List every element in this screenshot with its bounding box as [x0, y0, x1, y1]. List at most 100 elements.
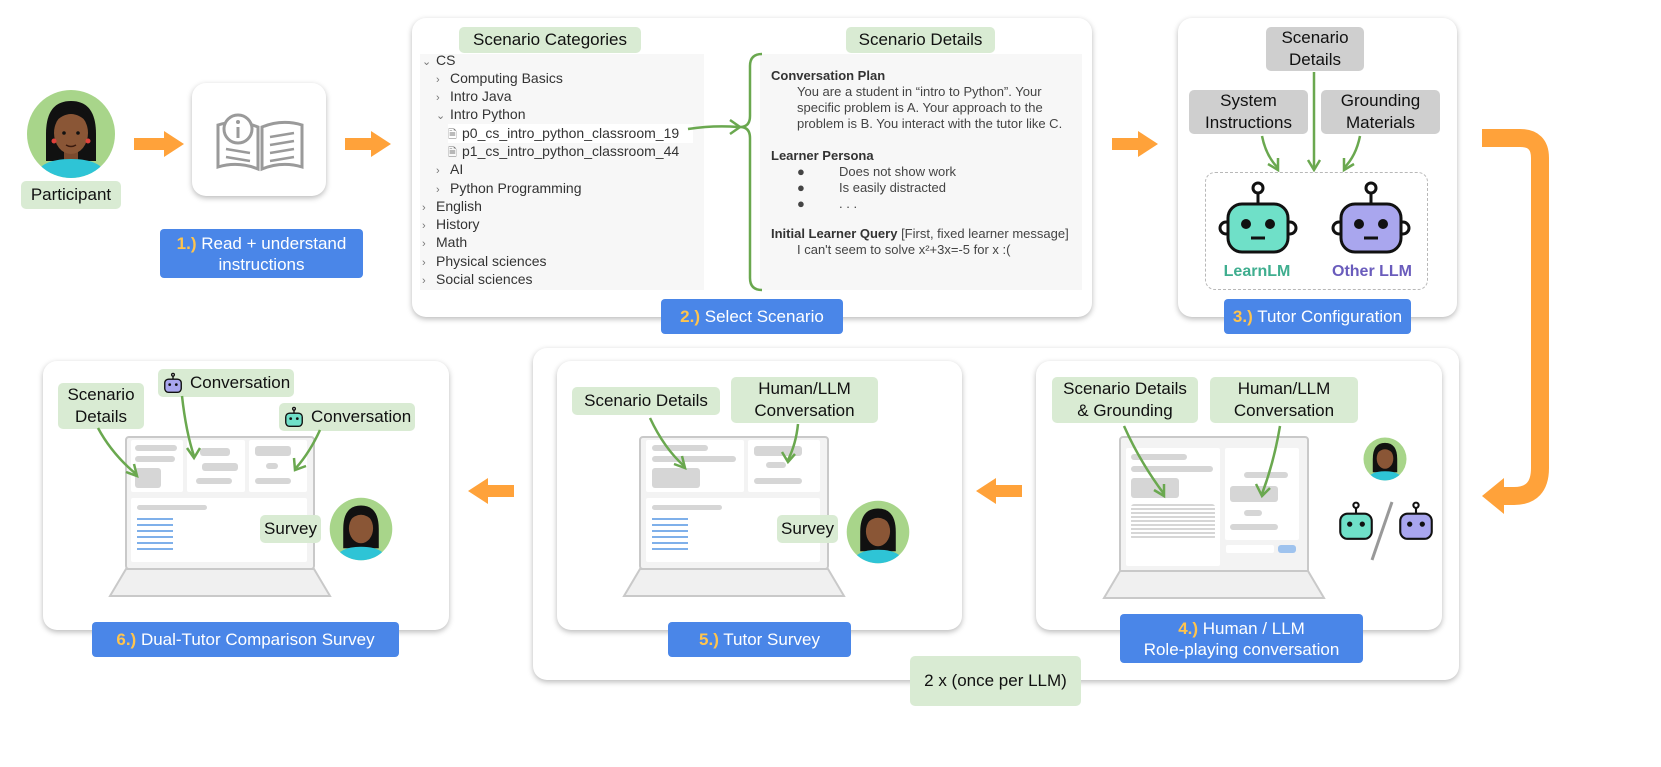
persona-list: ●Does not show work ●Is easily distracte… — [771, 164, 1076, 212]
conversation-b-label: Conversation — [279, 403, 415, 431]
tree-item-ai[interactable]: ›AI — [436, 160, 463, 179]
robot-teal-icon — [1339, 501, 1373, 540]
chevron-right-icon: › — [422, 238, 426, 250]
chat-bubble — [1230, 524, 1278, 530]
tree-item-label: Python Programming — [450, 180, 582, 196]
tree-item-label: CS — [436, 52, 456, 68]
chat-bubble — [754, 478, 802, 484]
robot-teal-icon — [285, 406, 303, 428]
step-text-line2: Role-playing conversation — [1143, 639, 1340, 659]
chevron-right-icon: › — [422, 220, 426, 232]
screen-placeholder — [135, 468, 161, 488]
chevron-right-icon: › — [422, 202, 426, 214]
step-3-label: 3.) Tutor Configuration — [1224, 299, 1411, 334]
chat-bubble — [202, 463, 238, 471]
scenario-details-header: Scenario Details — [846, 27, 995, 53]
file-icon: 🗎 — [448, 129, 457, 141]
tree-item-cs[interactable]: ⌄ CS — [422, 51, 455, 70]
tree-item-scenario-file[interactable]: 🗎p0_cs_intro_python_classroom_19 — [448, 124, 694, 143]
step-text: Read + understand — [201, 233, 347, 253]
flow-arrow — [134, 131, 184, 157]
laptop-base — [1102, 570, 1326, 599]
step-2-label: 2.) Select Scenario — [661, 299, 843, 334]
survey-label: Survey — [260, 515, 321, 543]
tree-item-math[interactable]: › Math — [422, 233, 467, 252]
tree-item-history[interactable]: ›History — [422, 215, 480, 234]
other-llm-label: Other LLM — [1332, 263, 1412, 280]
screen-placeholder — [652, 468, 700, 488]
tree-item-intro-python[interactable]: ⌄Intro Python — [436, 105, 526, 124]
tree-item-english[interactable]: › English — [422, 197, 482, 216]
tree-item-intro-java[interactable]: › Intro Java — [436, 87, 511, 106]
robot-purple-icon — [1399, 501, 1433, 540]
step-number: 2.) — [680, 307, 701, 326]
participant-avatar — [27, 90, 115, 178]
category-tree-bg — [420, 54, 704, 290]
chevron-down-icon: ⌄ — [422, 56, 432, 68]
persona-item: ●. . . — [797, 196, 858, 211]
conversation-a-label: Conversation — [158, 369, 294, 397]
laptop-base — [622, 568, 846, 597]
chat-bubble — [266, 463, 278, 469]
conversation-plan-title: Conversation Plan — [771, 68, 886, 83]
details-bg — [760, 54, 1082, 290]
chevron-right-icon: › — [436, 165, 440, 177]
tree-item-label: Intro Java — [450, 88, 512, 104]
participant-label: Participant — [21, 181, 121, 209]
survey-lines — [652, 518, 688, 552]
initial-query-text: I can't seem to solve x²+3x=-5 for x :( — [797, 242, 1011, 257]
selection-connector — [687, 52, 763, 292]
file-icon: 🗎 — [448, 147, 457, 159]
tree-item-label: English — [436, 198, 482, 214]
learnlm-label: LearnLM — [1223, 263, 1291, 280]
flow-arrow — [468, 478, 514, 504]
screen-placeholder — [1131, 504, 1215, 540]
chevron-right-icon: › — [422, 257, 426, 269]
survey-lines — [137, 518, 173, 552]
tree-item-social-sciences[interactable]: ›Social sciences — [422, 270, 533, 289]
chat-bubble — [255, 446, 291, 456]
step-text: Dual-Tutor Comparison Survey — [140, 630, 375, 649]
chat-bubble — [1230, 486, 1278, 502]
chat-bubble — [766, 462, 786, 468]
flow-arrow — [1112, 131, 1158, 157]
tree-item-label: Physical sciences — [436, 253, 547, 269]
tree-item-label: Math — [436, 234, 468, 250]
tree-item-physical-sciences[interactable]: › Physical sciences — [422, 252, 547, 271]
chat-bubble — [754, 446, 802, 456]
step-text: Tutor Survey — [723, 630, 820, 649]
chat-bubble — [1244, 472, 1288, 478]
flow-arrow — [976, 478, 1022, 504]
step-text-line2: instructions — [218, 254, 305, 274]
chevron-right-icon: › — [436, 184, 440, 196]
step-text: Tutor Configuration — [1257, 307, 1403, 326]
step-6-label: 6.) Dual-Tutor Comparison Survey — [92, 622, 399, 657]
chat-bubble — [200, 448, 230, 456]
other-llm-robot-icon — [1331, 181, 1411, 254]
scenario-categories-header: Scenario Categories — [459, 27, 641, 53]
step4-connectors — [1122, 425, 1282, 499]
initial-query-title: Initial Learner Query [First, fixed lear… — [771, 226, 1069, 241]
plan-line: problem is B. You interact with the tuto… — [797, 116, 1063, 131]
chevron-right-icon: › — [436, 92, 440, 104]
step-5-label: 5.) Tutor Survey — [668, 622, 851, 657]
step-number: 4.) — [1178, 618, 1199, 638]
send-button — [1278, 545, 1296, 553]
screen-placeholder — [137, 505, 207, 510]
chat-bubble — [255, 478, 291, 484]
tree-item-python-programming[interactable]: › Python Programming — [436, 179, 582, 198]
book-info-icon — [216, 113, 304, 172]
step-number: 6.) — [116, 630, 137, 649]
tree-item-scenario-file[interactable]: 🗎p1_cs_intro_python_classroom_44 — [448, 142, 679, 161]
llm-group-box — [1205, 172, 1428, 290]
tree-item-label: Computing Basics — [450, 70, 563, 86]
step-1-label: 1.) Read + understand instructions — [160, 229, 363, 278]
tree-item-computing-basics[interactable]: ›Computing Basics — [436, 69, 563, 88]
screen-placeholder — [135, 445, 177, 451]
tree-item-label: Intro Python — [450, 106, 526, 122]
